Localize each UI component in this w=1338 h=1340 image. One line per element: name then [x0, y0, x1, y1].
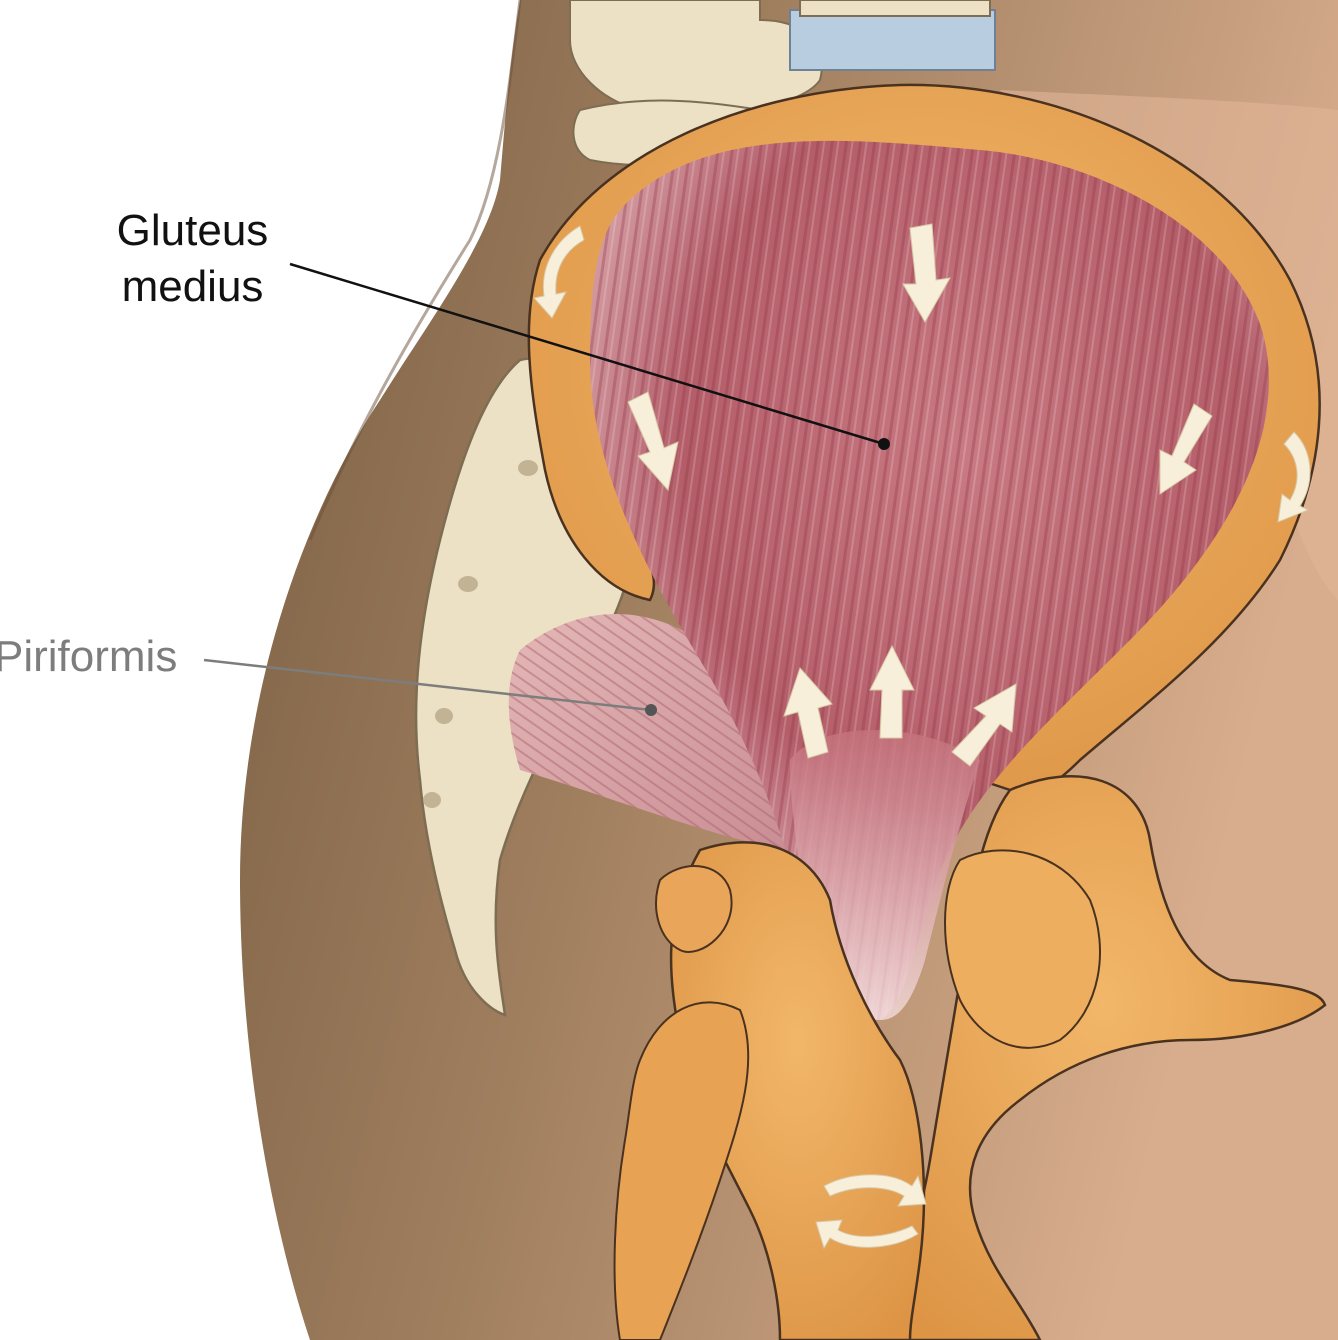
gluteus-medius-label-line2: medius — [121, 262, 264, 311]
gluteus-medius-label-line1: Gluteus — [116, 206, 269, 255]
arrow-down-icon — [1159, 403, 1213, 495]
arrow-up-icon — [783, 667, 833, 759]
arrow-up-icon — [951, 683, 1017, 767]
movement-arrows — [533, 223, 1311, 1250]
arrow-down-icon — [902, 223, 951, 324]
lumbar-vertebrae — [569, 0, 996, 167]
rotation-arrow-icon — [823, 1174, 927, 1207]
label-leader-lines — [203, 262, 890, 716]
gluteus-medius-leader-line — [289, 262, 885, 446]
arrow-up-icon — [869, 644, 915, 739]
piriformis-leader-line — [203, 658, 652, 712]
arrow-down-icon — [627, 391, 679, 492]
rotation-arrow-icon — [815, 1219, 919, 1250]
gluteus-medius-pointer-dot — [878, 438, 890, 450]
femur-and-pelvis — [613, 775, 1327, 1340]
gluteus-medius-label: Gluteus medius — [100, 203, 285, 315]
piriformis-label: Piriformis — [0, 632, 178, 681]
piriformis-pointer-dot — [645, 704, 657, 716]
curved-arrow-icon — [1277, 431, 1311, 523]
curved-arrow-icon — [533, 225, 585, 319]
